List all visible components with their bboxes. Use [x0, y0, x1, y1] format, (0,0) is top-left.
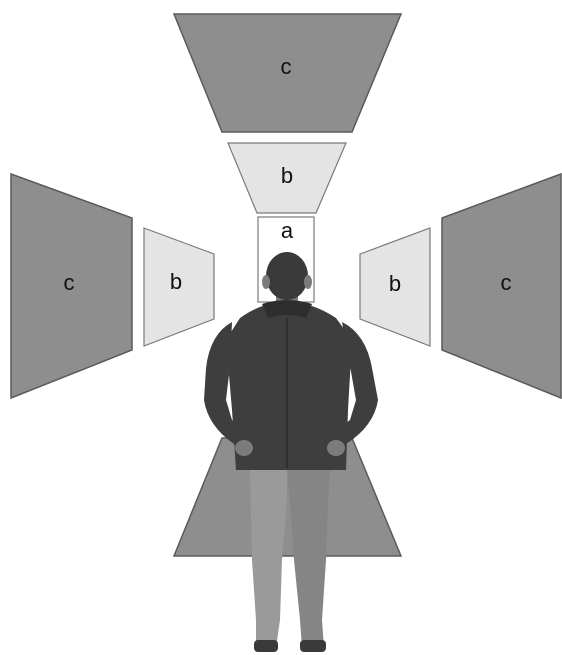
ceiling-panel-c-label: c [281, 54, 292, 79]
man-collar [262, 300, 312, 318]
ceiling-panel-b-label: b [281, 163, 293, 188]
man-jacket [226, 302, 352, 470]
man-left-shoe [254, 640, 278, 652]
man-right-ear [304, 275, 312, 289]
man-right-hand [327, 440, 345, 456]
ceiling-panel-b [227, 142, 347, 214]
man-right-shoe [300, 640, 326, 652]
right-wall-panel-b [359, 227, 431, 347]
man-left-leg [250, 470, 287, 648]
left-wall-panel-c-label: c [64, 270, 75, 295]
man-left-arm [204, 322, 250, 452]
man-right-leg [287, 470, 330, 648]
right-wall-panel-b-label: b [389, 271, 401, 296]
man-left-ear [262, 275, 270, 289]
man-right-arm [330, 322, 378, 452]
far-wall-panel-a-label: a [281, 218, 294, 243]
ceiling-panel-c [172, 13, 403, 133]
man-figure [204, 252, 378, 652]
man-left-hand [235, 440, 253, 456]
left-wall-panel-b [143, 227, 215, 347]
left-wall-panel-b-label: b [170, 269, 182, 294]
man-head [266, 252, 308, 300]
left-wall-panel-c [10, 172, 133, 400]
right-wall-panel-c-label: c [501, 270, 512, 295]
right-wall-panel-c [441, 172, 562, 400]
